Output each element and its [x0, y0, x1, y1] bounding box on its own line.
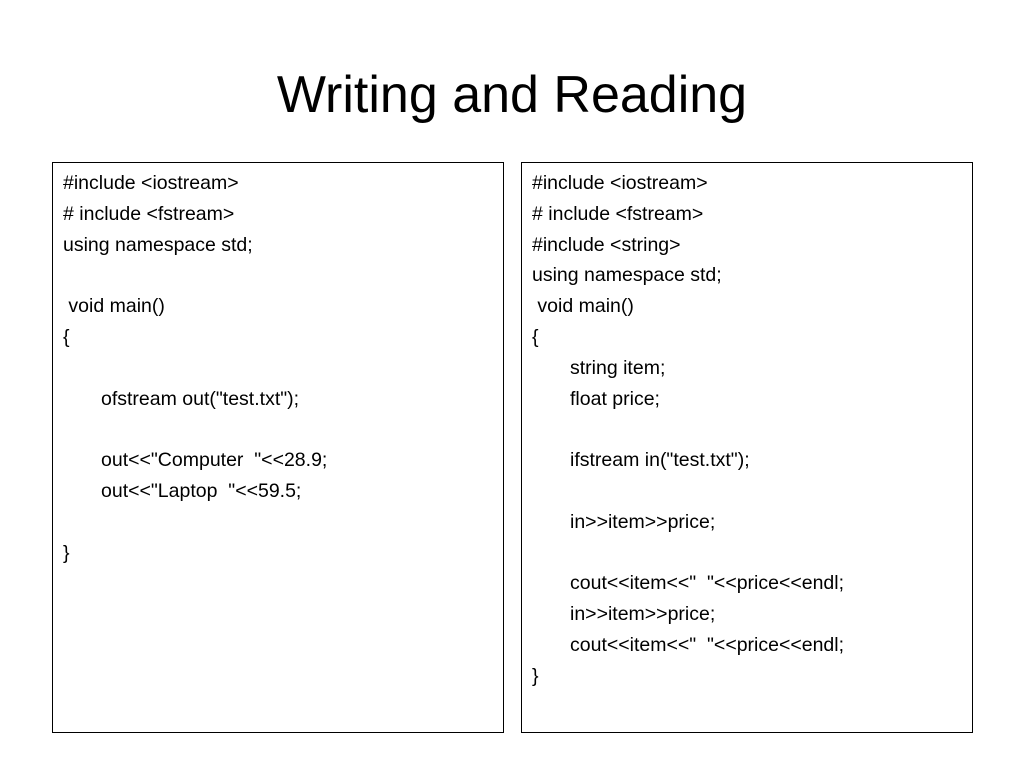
code-line: cout<<item<<" "<<price<<endl;	[570, 572, 845, 595]
code-line: out<<"Computer "<<28.9;	[101, 449, 328, 472]
slide-title: Writing and Reading	[276, 66, 748, 124]
code-line: }	[63, 541, 70, 564]
code-line: float price;	[570, 387, 660, 410]
code-line: using namespace std;	[63, 233, 253, 256]
code-line: #include <iostream>	[532, 172, 708, 194]
code-line: in>>item>>price;	[570, 603, 716, 626]
code-line: cout<<item<<" "<<price<<endl;	[570, 633, 845, 656]
code-line: using namespace std;	[532, 264, 722, 287]
code-line: void main()	[63, 295, 165, 318]
code-line: out<<"Laptop "<<59.5;	[101, 479, 302, 502]
reading-code-box: #include <iostream> # include <fstream> #i…	[521, 162, 973, 733]
writing-code-box: #include <iostream> # include <fstream> us…	[52, 162, 504, 733]
code-line	[53, 414, 503, 445]
code-line: }	[532, 664, 539, 687]
code-line	[522, 414, 972, 445]
code-line	[53, 507, 503, 538]
code-line: string item;	[570, 356, 666, 379]
code-line: {	[63, 325, 70, 348]
code-line: #include <string>	[532, 233, 681, 256]
code-line	[522, 538, 972, 569]
code-line: in>>item>>price;	[570, 510, 716, 533]
code-line: # include <fstream>	[63, 202, 235, 225]
code-line	[522, 476, 972, 507]
code-line: #include <iostream>	[63, 172, 239, 194]
code-line	[53, 260, 503, 291]
code-line: void main()	[532, 295, 634, 318]
code-line: {	[532, 325, 539, 348]
code-line: ofstream out("test.txt");	[101, 387, 300, 410]
code-line: ifstream in("test.txt");	[570, 449, 750, 472]
code-line: # include <fstream>	[532, 202, 704, 225]
code-line	[53, 353, 503, 384]
